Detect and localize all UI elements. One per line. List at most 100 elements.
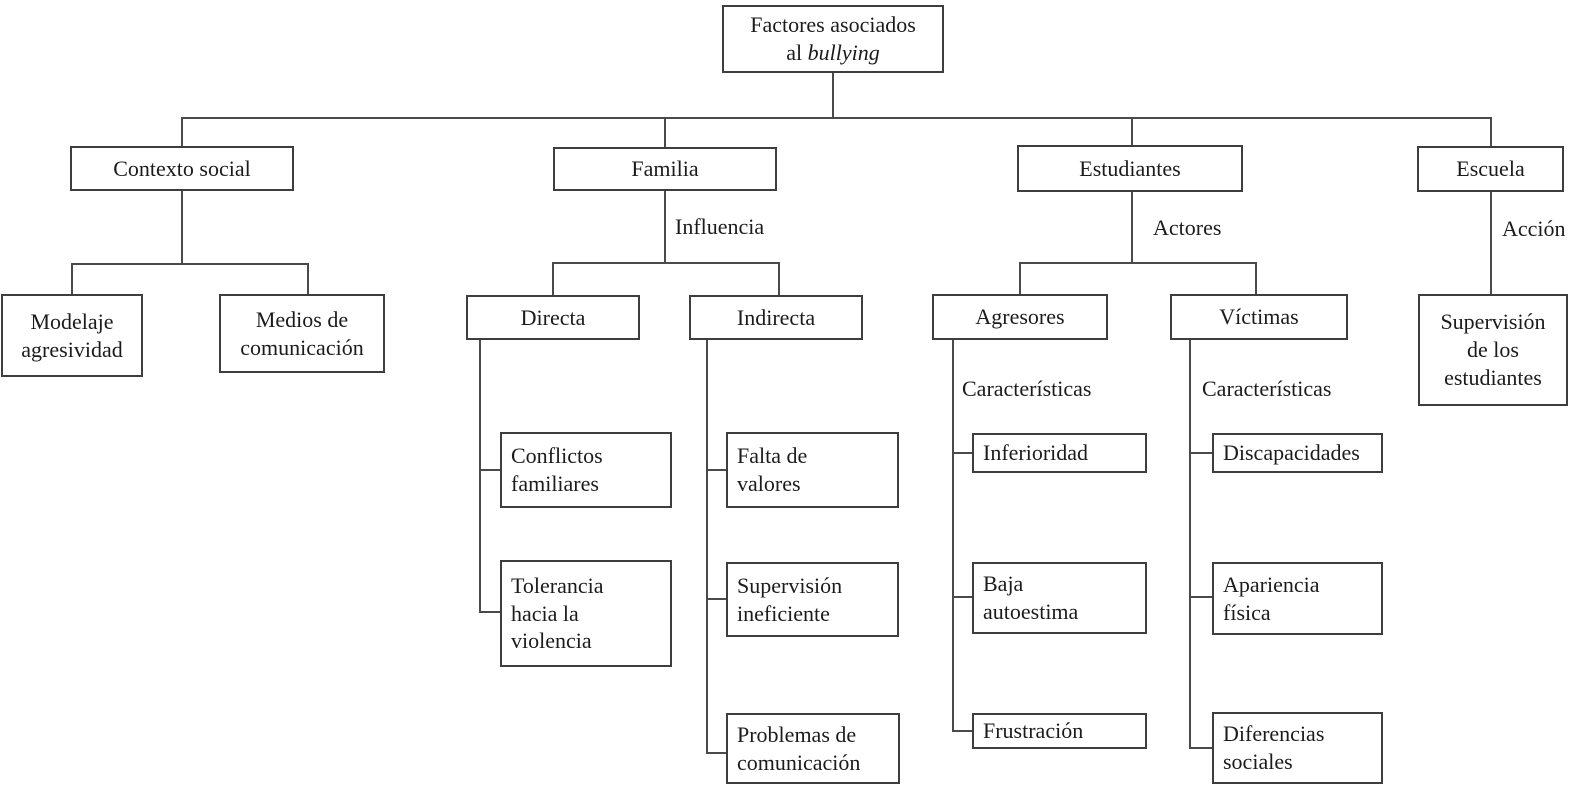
node-label-line: Apariencia xyxy=(1223,571,1320,597)
node-label-line: Víctimas xyxy=(1219,304,1299,330)
node-discapacidades: Discapacidades xyxy=(1212,433,1383,473)
connector-indirecta-stem xyxy=(706,340,708,754)
node-supervision-ineficiente: Supervisión ineficiente xyxy=(726,562,899,637)
connector-directa-stem xyxy=(479,340,481,613)
node-diferencias-sociales: Diferencias sociales xyxy=(1212,712,1383,784)
connector-estudiantes-stem xyxy=(1131,192,1133,264)
connector-elbow-inferioridad xyxy=(952,452,972,454)
connector-drop-familia xyxy=(664,117,666,147)
connector-elbow-problemas xyxy=(706,752,726,754)
node-label-bullying-italic: bullying xyxy=(807,40,880,65)
connector-elbow-tolerancia xyxy=(479,611,500,613)
node-baja-autoestima: Baja autoestima xyxy=(972,562,1147,634)
node-label-line: estudiantes xyxy=(1444,364,1542,390)
node-label-line: comunicación xyxy=(737,749,861,775)
edge-label-influencia: Influencia xyxy=(675,214,765,239)
node-escuela: Escuela xyxy=(1417,146,1564,192)
node-label-al: al xyxy=(786,40,803,65)
node-label-line: Medios de xyxy=(255,306,349,332)
node-label-line: hacia la xyxy=(511,600,579,626)
node-label-line: agresividad xyxy=(21,336,123,362)
connector-elbow-falta-valores xyxy=(706,469,726,471)
connector-familia-horizontal xyxy=(552,262,780,264)
connector-elbow-conflictos xyxy=(479,469,500,471)
node-label-line: Diferencias xyxy=(1223,721,1325,747)
node-label-line: Indirecta xyxy=(736,304,816,330)
node-label-line: Contexto social xyxy=(113,155,251,181)
node-label-line: Falta de xyxy=(737,443,808,469)
node-problemas-de-comunicacion: Problemas de comunicación xyxy=(726,713,900,784)
node-apariencia-fisica: Apariencia física xyxy=(1212,562,1383,635)
connector-elbow-baja-autoestima xyxy=(952,596,972,598)
connector-drop-contexto xyxy=(181,117,183,146)
connector-contexto-horizontal xyxy=(71,263,309,265)
connector-drop-victimas xyxy=(1255,262,1257,294)
node-directa: Directa xyxy=(466,295,640,340)
node-label-line: Familia xyxy=(631,156,699,182)
node-label-line: al bullying xyxy=(786,39,880,67)
connector-drop-escuela xyxy=(1490,117,1492,146)
connector-drop-estudiantes xyxy=(1131,117,1133,145)
node-modelaje-agresividad: Modelaje agresividad xyxy=(1,294,143,377)
node-label-line: Baja xyxy=(983,571,1024,597)
node-estudiantes: Estudiantes xyxy=(1017,145,1243,192)
node-inferioridad: Inferioridad xyxy=(972,433,1147,473)
node-label-line: física xyxy=(1223,599,1271,625)
node-factores-asociados-al-bullying: Factores asociados al bullying xyxy=(722,5,944,73)
connector-familia-stem xyxy=(664,191,666,264)
connector-agresores-stem xyxy=(952,340,954,732)
connector-drop-modelaje xyxy=(71,263,73,294)
node-label-line: valores xyxy=(737,471,801,496)
node-label-line: Escuela xyxy=(1456,156,1525,182)
connector-top-horizontal xyxy=(181,117,1492,119)
node-label-line: Estudiantes xyxy=(1079,155,1181,181)
edge-label-caracteristicas-agresores: Características xyxy=(962,376,1092,401)
connector-escuela-stem xyxy=(1490,192,1492,294)
connector-elbow-apariencia xyxy=(1189,596,1212,598)
edge-label-actores: Actores xyxy=(1153,215,1222,240)
connector-elbow-supervision-ineficiente xyxy=(706,598,726,600)
node-label-line: Tolerancia xyxy=(511,572,604,598)
node-label-line: Supervisión xyxy=(737,572,843,598)
node-label-line: comunicación xyxy=(240,334,364,360)
node-label-line: Factores asociados xyxy=(750,12,916,38)
node-supervision-de-los-estudiantes: Supervisión de los estudiantes xyxy=(1418,294,1568,406)
node-label-line: Conflictos xyxy=(511,443,603,469)
connector-drop-indirecta xyxy=(778,262,780,295)
connector-elbow-discapacidades xyxy=(1189,452,1212,454)
connector-drop-medios xyxy=(307,263,309,294)
node-conflictos-familiares: Conflictos familiares xyxy=(500,432,672,508)
node-label-line: familiares xyxy=(511,471,599,496)
node-label-line: Directa xyxy=(520,304,586,330)
edge-label-accion: Acción xyxy=(1502,216,1566,241)
node-victimas: Víctimas xyxy=(1170,294,1348,340)
node-agresores: Agresores xyxy=(932,294,1108,340)
edge-label-caracteristicas-victimas: Características xyxy=(1202,376,1332,401)
connector-elbow-frustracion xyxy=(952,730,972,732)
connector-contexto-stem xyxy=(181,191,183,265)
node-label-line: Supervisión xyxy=(1440,309,1546,335)
node-label-line: Modelaje xyxy=(30,308,114,334)
node-familia: Familia xyxy=(553,147,777,191)
node-label-line: Discapacidades xyxy=(1223,440,1360,466)
node-label-line: autoestima xyxy=(983,599,1079,624)
node-label-line: Problemas de xyxy=(737,721,857,747)
node-medios-de-comunicacion: Medios de comunicación xyxy=(219,294,385,373)
node-tolerancia-hacia-la-violencia: Tolerancia hacia la violencia xyxy=(500,560,672,667)
connector-estudiantes-horizontal xyxy=(1019,262,1257,264)
connector-victimas-stem xyxy=(1189,340,1191,749)
node-label-line: Inferioridad xyxy=(983,440,1089,466)
node-label-line: Frustración xyxy=(983,718,1084,744)
node-frustracion: Frustración xyxy=(972,713,1147,749)
node-label-line: violencia xyxy=(511,628,592,654)
connector-drop-directa xyxy=(552,262,554,295)
connector-root-stem xyxy=(832,73,834,119)
node-label-line: Agresores xyxy=(975,304,1065,330)
node-label-line: sociales xyxy=(1223,749,1293,774)
node-contexto-social: Contexto social xyxy=(70,146,294,191)
node-label-line: de los xyxy=(1467,337,1519,363)
connector-elbow-diferencias xyxy=(1189,747,1212,749)
node-falta-de-valores: Falta de valores xyxy=(726,432,899,508)
connector-drop-agresores xyxy=(1019,262,1021,294)
